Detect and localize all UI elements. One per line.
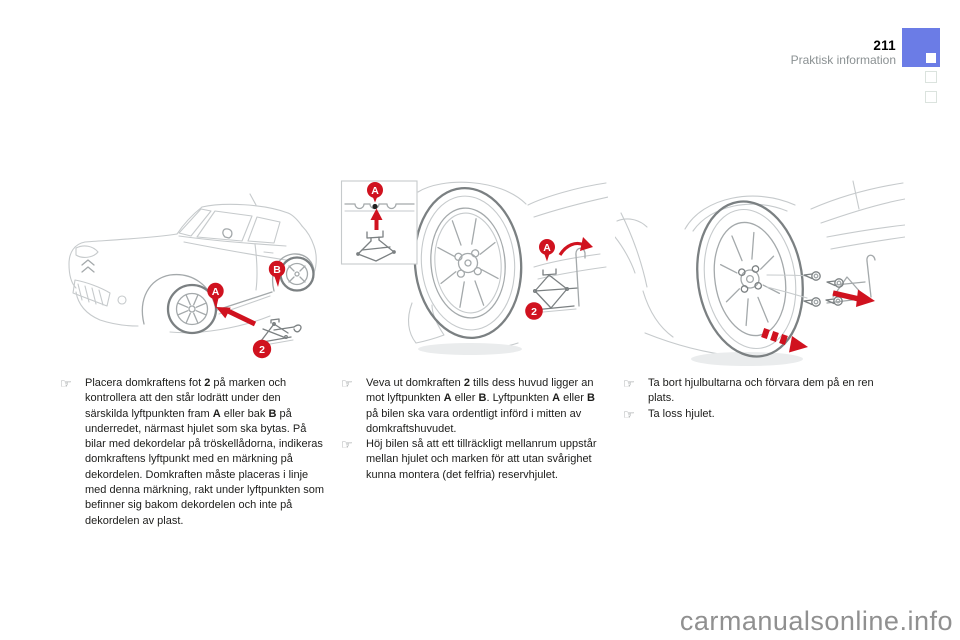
label-pin-a-inset: A bbox=[367, 182, 383, 203]
figure-car-jack-points: A B 2 bbox=[68, 193, 317, 359]
section-title: Praktisk information bbox=[790, 53, 896, 67]
label-b: B bbox=[273, 264, 281, 276]
instruction-text: Höj bilen så att ett tillräckligt mellan… bbox=[366, 438, 597, 481]
crank-rotation-arrow bbox=[558, 237, 593, 256]
jack-icon bbox=[256, 318, 302, 347]
label-pin-b: B bbox=[268, 260, 286, 287]
instructions-column-3: ☞ Ta bort hjulbultarna och förvara dem p… bbox=[623, 376, 893, 422]
label-pin-a-side: A bbox=[539, 239, 555, 262]
label-pin-2: 2 bbox=[252, 339, 272, 359]
instruction-item: ☞ Höj bilen så att ett tillräckligt mell… bbox=[341, 437, 607, 483]
lug-bolt bbox=[825, 296, 843, 306]
inset-jack-point-box: A bbox=[340, 180, 418, 265]
red-arrow-to-jack-point bbox=[216, 307, 257, 327]
instruction-text: Ta bort hjulbultarna och förvara dem på … bbox=[648, 377, 874, 405]
pointer-hand-icon: ☞ bbox=[60, 376, 72, 391]
red-up-arrow bbox=[370, 208, 383, 230]
figure-jack-positioning: A A 2 bbox=[340, 180, 608, 355]
ground-shadow bbox=[691, 352, 803, 366]
pointer-hand-icon: ☞ bbox=[341, 376, 353, 391]
instruction-text: Ta loss hjulet. bbox=[648, 407, 715, 420]
label-a-inset: A bbox=[371, 185, 379, 197]
instruction-item: ☞ Ta loss hjulet. bbox=[623, 407, 893, 422]
figure-wheel-bolts-removal bbox=[615, 180, 905, 366]
lug-bolt bbox=[803, 297, 821, 307]
bolt-removal-arrow bbox=[832, 289, 875, 307]
pointer-hand-icon: ☞ bbox=[623, 376, 635, 391]
instruction-item: ☞ Ta bort hjulbultarna och förvara dem p… bbox=[623, 376, 893, 407]
section-tab-position-square bbox=[926, 53, 936, 63]
instructions-column-1: ☞ Placera domkraftens fot 2 på marken oc… bbox=[60, 376, 326, 529]
jack-under-sill-drawing bbox=[531, 247, 586, 314]
body-lines bbox=[615, 180, 905, 357]
label-2: 2 bbox=[259, 344, 265, 356]
label-pin-a: A bbox=[207, 282, 224, 309]
ground-shadow bbox=[418, 343, 522, 355]
page-number: 211 bbox=[873, 38, 896, 53]
label-2-side: 2 bbox=[531, 306, 537, 318]
pointer-hand-icon: ☞ bbox=[341, 437, 353, 453]
label-a-side: A bbox=[543, 242, 551, 254]
jack-point-dot bbox=[372, 203, 378, 210]
rear-wheel bbox=[279, 256, 315, 292]
label-a: A bbox=[212, 286, 220, 298]
lug-bolt bbox=[803, 271, 821, 281]
instruction-item: ☞ Veva ut domkraften 2 tills dess huvud … bbox=[341, 376, 607, 437]
instructions-column-2: ☞ Veva ut domkraften 2 tills dess huvud … bbox=[341, 376, 607, 483]
instruction-text: Placera domkraftens fot 2 på marken och … bbox=[85, 377, 325, 527]
pointer-hand-icon: ☞ bbox=[623, 406, 635, 422]
instruction-text: Veva ut domkraften 2 tills dess huvud li… bbox=[366, 377, 595, 435]
lug-bolt bbox=[826, 278, 844, 288]
label-pin-2-side: 2 bbox=[525, 302, 543, 320]
wheel-removal-dashed-arrow bbox=[761, 328, 808, 353]
lug-bolts bbox=[803, 271, 844, 307]
body-lines bbox=[407, 181, 608, 352]
section-tab-marker bbox=[902, 28, 940, 67]
bolt-guide-lines bbox=[766, 274, 808, 299]
instruction-item: ☞ Placera domkraftens fot 2 på marken oc… bbox=[60, 376, 326, 529]
jack-head-drawing bbox=[356, 230, 396, 262]
wheel-drawing bbox=[413, 186, 523, 340]
section-progress-square-2 bbox=[925, 91, 937, 103]
section-progress-square-1 bbox=[925, 71, 937, 83]
wheel-drawing bbox=[696, 200, 804, 358]
watermark: carmanualsonline.info bbox=[679, 606, 953, 636]
